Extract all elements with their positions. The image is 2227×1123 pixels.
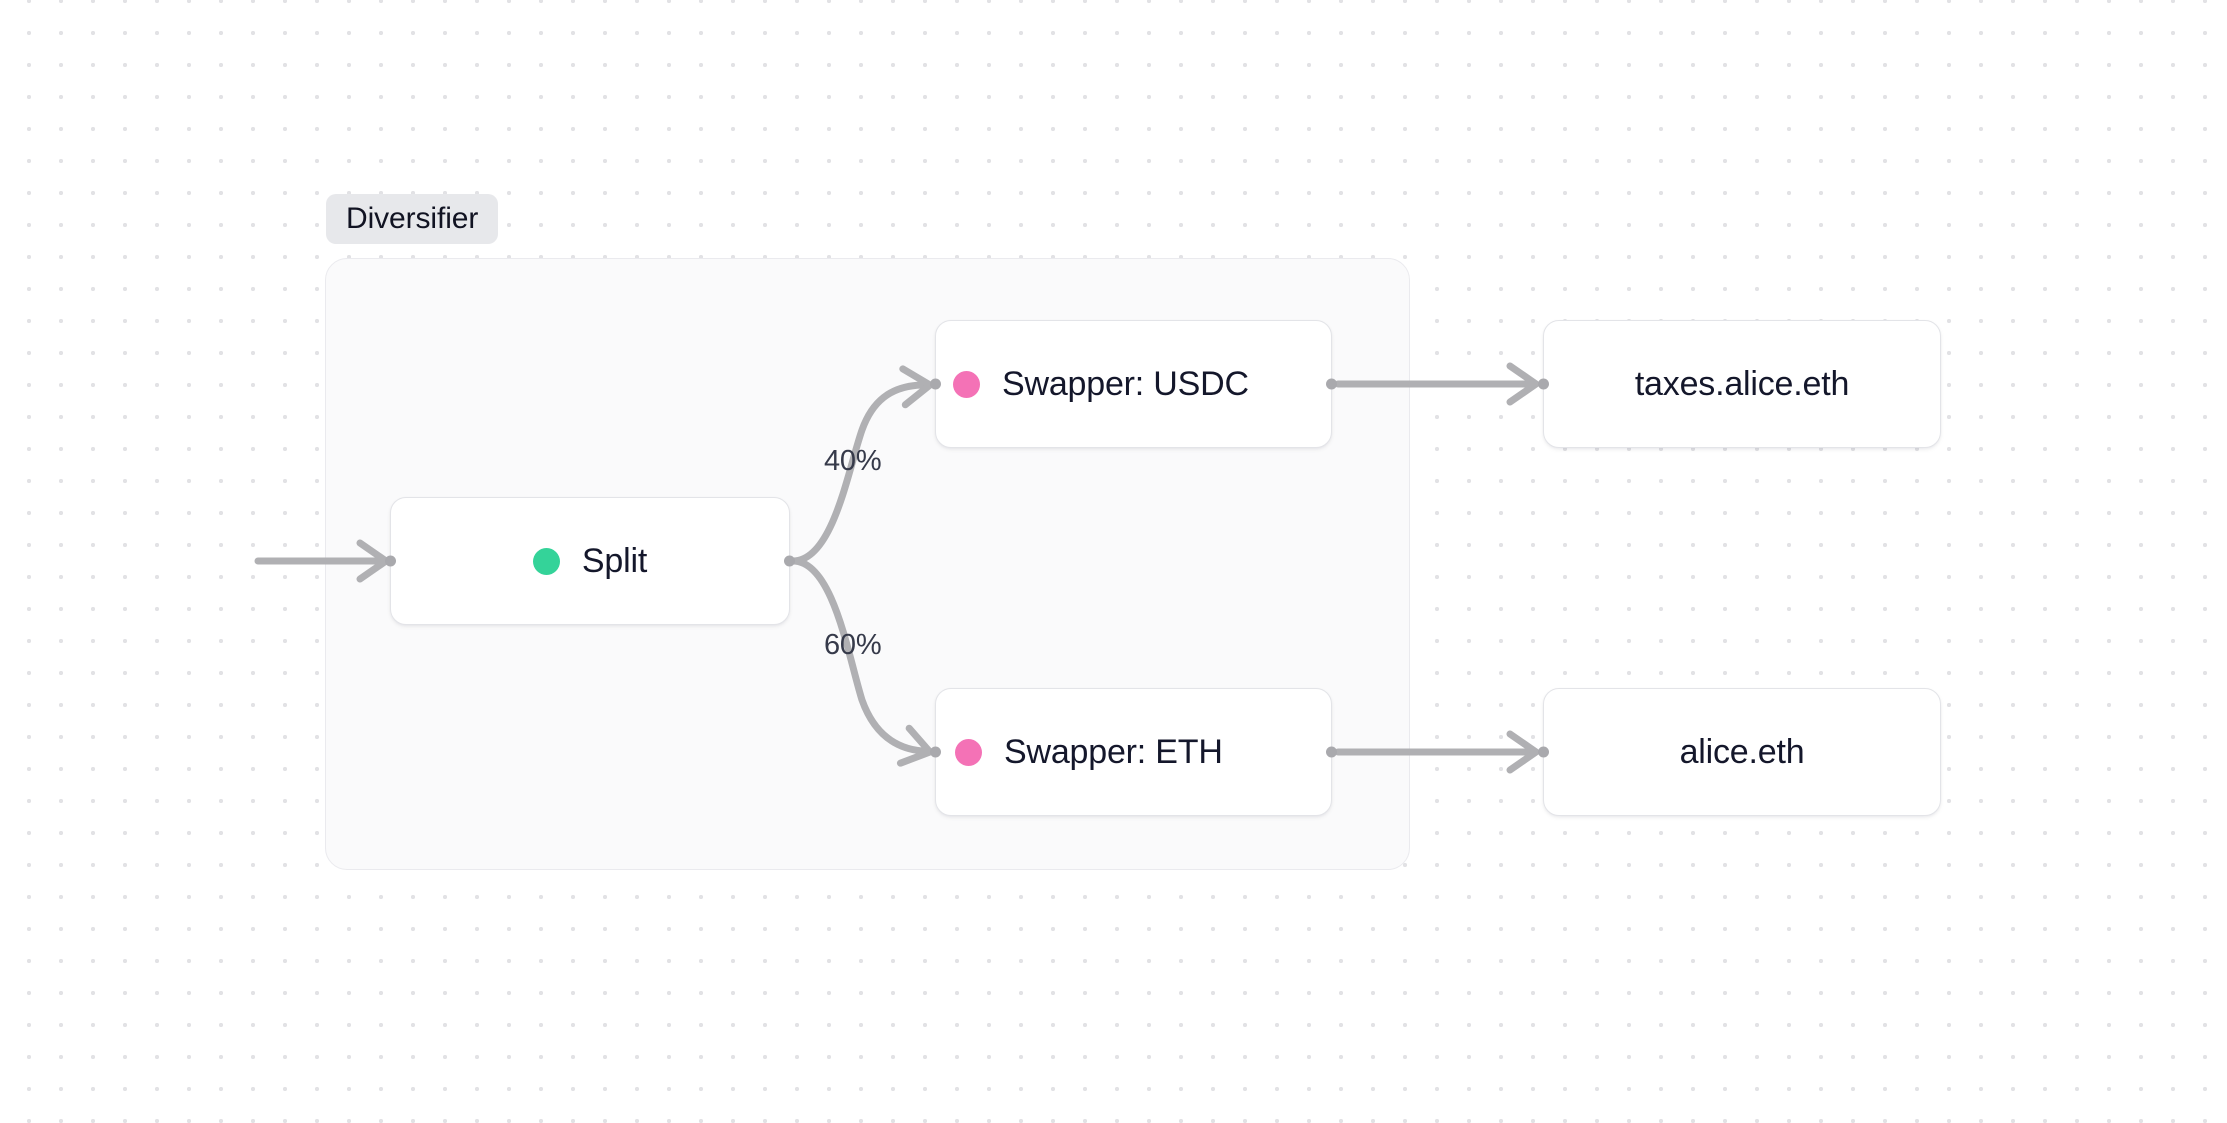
handle-source-icon[interactable] xyxy=(1326,746,1337,758)
node-split-label: Split xyxy=(581,541,648,580)
status-dot-icon xyxy=(955,738,982,766)
node-swapper-eth-label: Swapper: ETH xyxy=(1004,732,1223,771)
edge-label-60-percent: 60% xyxy=(824,629,882,661)
group-label-diversifier[interactable]: Diversifier xyxy=(326,194,499,244)
handle-source-icon[interactable] xyxy=(1326,378,1337,390)
node-destination-alice-label: alice.eth xyxy=(1679,732,1805,771)
node-destination-alice-eth[interactable]: alice.eth xyxy=(1538,688,1941,816)
handle-target-icon[interactable] xyxy=(1538,378,1549,390)
handle-target-icon[interactable] xyxy=(1538,746,1549,758)
status-dot-icon xyxy=(532,547,560,575)
handle-target-icon[interactable] xyxy=(930,378,941,390)
node-destination-taxes-label: taxes.alice.eth xyxy=(1634,364,1850,403)
node-swapper-usdc[interactable]: Swapper: USDC xyxy=(930,320,1337,448)
handle-source-icon[interactable] xyxy=(784,555,795,567)
status-dot-icon xyxy=(953,370,980,398)
handle-target-icon[interactable] xyxy=(930,746,941,758)
node-split[interactable]: Split xyxy=(385,497,795,625)
node-destination-taxes-alice-eth[interactable]: taxes.alice.eth xyxy=(1538,320,1941,448)
node-swapper-eth[interactable]: Swapper: ETH xyxy=(930,688,1337,816)
node-swapper-usdc-label: Swapper: USDC xyxy=(1002,364,1249,403)
handle-target-icon[interactable] xyxy=(385,555,396,567)
edge-label-40-percent: 40% xyxy=(824,445,882,477)
